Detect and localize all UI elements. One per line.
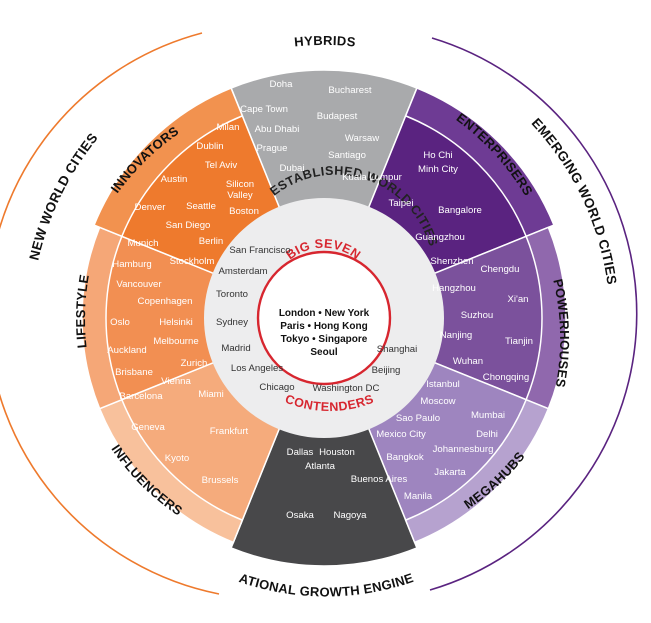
city-label: Wuhan	[453, 356, 483, 367]
city-label: Beijing	[372, 365, 401, 376]
city-label: Geneva	[131, 422, 165, 433]
city-label: Shanghai	[377, 344, 418, 355]
city-label: Hangzhou	[432, 283, 476, 294]
city-label: Vienna	[161, 376, 191, 387]
city-label: Toronto	[216, 289, 248, 300]
city-label: Washington DC	[313, 383, 380, 394]
city-label: Copenhagen	[138, 296, 193, 307]
city-label: Prague	[257, 143, 288, 154]
city-label: Suzhou	[461, 310, 494, 321]
city-label: Vancouver	[116, 279, 162, 290]
city-label: Chicago	[259, 382, 294, 393]
city-label: Doha	[270, 79, 294, 90]
big-seven-line: Seoul	[310, 347, 337, 358]
city-label: Chengdu	[481, 264, 520, 275]
city-label: Jakarta	[434, 467, 466, 478]
city-label: Abu Dhabi	[255, 124, 300, 135]
lifestyle-label: LIFESTYLE	[73, 273, 92, 349]
city-label: Los Angeles	[231, 363, 283, 374]
city-label: Manila	[404, 491, 433, 502]
city-label: Berlin	[199, 236, 224, 247]
city-label: Madrid	[221, 343, 250, 354]
city-label: Miami	[198, 389, 224, 400]
city-label: Cape Town	[240, 104, 288, 115]
city-label: Austin	[161, 174, 188, 185]
city-label: Minh City	[418, 164, 458, 175]
city-label: Taipei	[388, 198, 413, 209]
segment-rim-band	[93, 87, 244, 238]
city-label: Bangkok	[386, 452, 424, 463]
city-label: Santiago	[328, 150, 366, 161]
city-label: Barcelona	[119, 391, 163, 402]
big-seven-line: Tokyo • Singapore	[281, 334, 368, 345]
new-world-ring	[0, 32, 220, 595]
city-label: Istanbul	[426, 379, 460, 390]
city-label: Chongqing	[483, 372, 529, 383]
city-label: Nagoya	[333, 510, 367, 521]
city-label: Dubai	[279, 163, 304, 174]
city-label: Guangzhou	[415, 232, 465, 243]
national-wedge	[230, 315, 418, 567]
city-label: Silicon	[226, 179, 254, 190]
city-label: San Diego	[166, 220, 211, 231]
city-label: Sydney	[216, 317, 248, 328]
city-label: Oslo	[110, 317, 130, 328]
hybrids-wedge	[230, 69, 418, 321]
hybrids-label: HYBRIDS	[294, 33, 357, 50]
city-label: Tianjin	[505, 336, 533, 347]
city-label: Kyoto	[165, 453, 190, 464]
city-label: Dallas	[287, 447, 314, 458]
city-label: Brussels	[202, 475, 239, 486]
city-label: Budapest	[317, 111, 358, 122]
city-label: Munich	[128, 238, 159, 249]
city-label: Melbourne	[153, 336, 198, 347]
city-label: Bangalore	[438, 205, 482, 216]
city-label: Shenzhen	[430, 256, 473, 267]
big-seven-line: Paris • Hong Kong	[280, 321, 367, 332]
city-label: Boston	[229, 206, 259, 217]
city-label: Houston	[319, 447, 355, 458]
city-label: Hamburg	[112, 259, 151, 270]
city-label: Moscow	[420, 396, 455, 407]
city-label: Dublin	[196, 141, 223, 152]
city-label: San Francisco	[229, 245, 290, 256]
city-label: Stockholm	[170, 256, 215, 267]
city-label: Buenos Aires	[351, 474, 408, 485]
city-label: Auckland	[107, 345, 146, 356]
city-label: Mumbai	[471, 410, 505, 421]
city-label: Zurich	[181, 358, 208, 369]
city-label: Helsinki	[159, 317, 193, 328]
city-label: Ho Chi	[423, 150, 452, 161]
emerging-world-ring	[429, 37, 638, 591]
city-label: Delhi	[476, 429, 498, 440]
city-label: Johannesburg	[433, 444, 494, 455]
city-label: Amsterdam	[218, 266, 267, 277]
city-label: Denver	[135, 202, 167, 213]
city-label: Sao Paulo	[396, 413, 440, 424]
city-label: Kuala Lumpur	[342, 172, 403, 183]
city-label: Warsaw	[345, 133, 379, 144]
city-label: Mexico City	[376, 429, 426, 440]
big-seven-circle	[256, 250, 392, 386]
city-label: Nanjing	[440, 330, 473, 341]
big-seven-line: London • New York	[279, 308, 370, 319]
city-label: Tel Aviv	[205, 160, 238, 171]
city-label: Valley	[227, 190, 253, 201]
city-label: Xi'an	[507, 294, 528, 305]
city-label: Atlanta	[305, 461, 336, 472]
city-label: Brisbane	[115, 367, 153, 378]
city-label: Milan	[217, 122, 240, 133]
city-label: Osaka	[286, 510, 314, 521]
city-label: Seattle	[186, 201, 216, 212]
city-label: Frankfurt	[210, 426, 249, 437]
city-label: Bucharest	[328, 85, 372, 96]
segment-rim-band	[404, 398, 550, 544]
